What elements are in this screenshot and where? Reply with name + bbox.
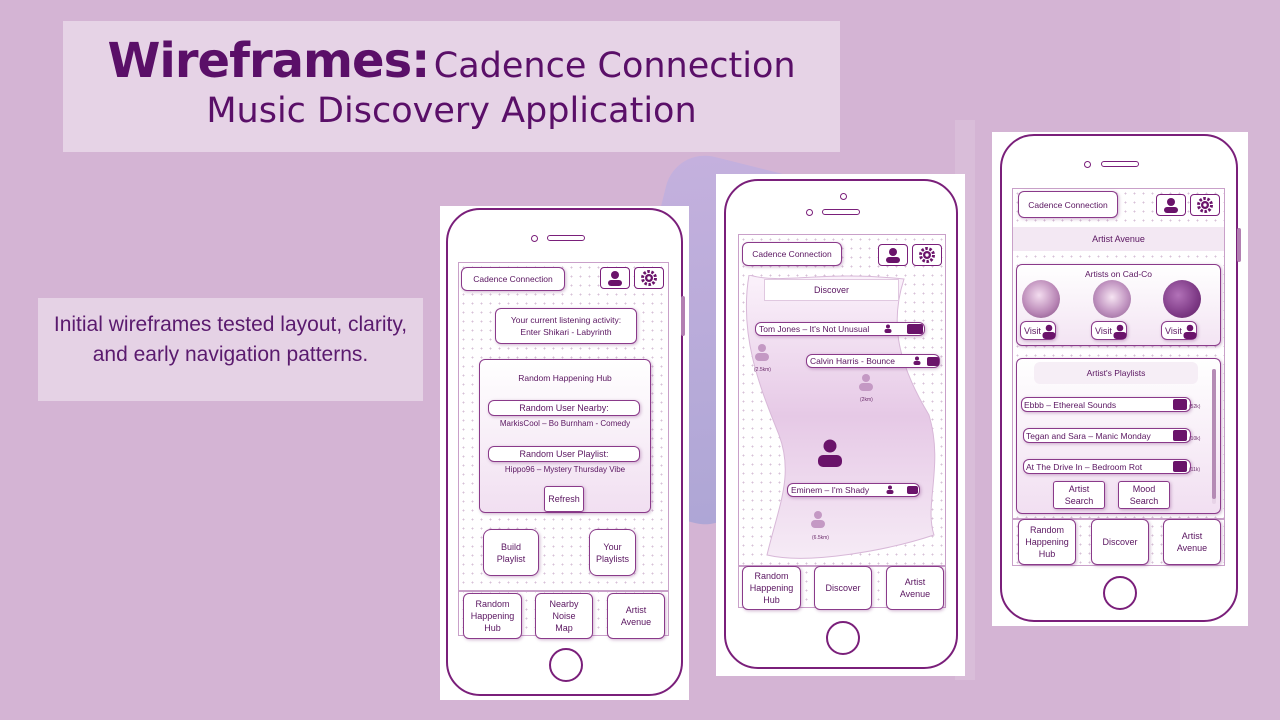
phone2-screen: Cadence Connection Discover Tom Jones – … — [738, 234, 946, 610]
playlist-row[interactable]: Tegan and Sara – Manic Monday — [1023, 428, 1191, 443]
artist-playlists-card: Artist's Playlists Ebbb – Ethereal Sound… — [1016, 358, 1221, 514]
nav-random-happening-hub[interactable]: Random Happening Hub — [1018, 519, 1076, 565]
app-name-button[interactable]: Cadence Connection — [461, 267, 565, 291]
nav-random-happening-hub[interactable]: Random Happening Hub — [742, 566, 801, 610]
track-row-tom-jones[interactable]: Tom Jones – It's Not Unusual — [755, 322, 925, 336]
playlist-count: (52k) — [1189, 404, 1201, 410]
playlist-count: (11k) — [1189, 467, 1201, 473]
message-icon[interactable] — [927, 357, 939, 366]
nearby-user-icon[interactable] — [754, 343, 770, 361]
description-text: Initial wireframes tested layout, clarit… — [53, 313, 408, 366]
artist-avatar — [1093, 280, 1131, 318]
settings-gear-icon[interactable] — [912, 244, 942, 266]
wireframe-panel-1: Cadence Connection Your current listenin… — [440, 206, 689, 700]
playlist-value: Hippo96 – Mystery Thursday Vibe — [504, 465, 626, 474]
scrollbar[interactable] — [1212, 369, 1216, 504]
nav-discover[interactable]: Discover — [1091, 519, 1149, 565]
wireframe-panel-3: Cadence Connection Artist Avenue Artists… — [992, 132, 1248, 626]
speaker-icon — [547, 235, 585, 241]
distance-label: (6.5km) — [812, 535, 829, 541]
home-button[interactable] — [826, 621, 860, 655]
nav-discover[interactable]: Discover — [814, 566, 872, 610]
description-box: Initial wireframes tested layout, clarit… — [38, 298, 423, 401]
discover-map-shape — [745, 275, 936, 559]
speaker-icon — [822, 209, 860, 215]
refresh-button[interactable]: Refresh — [544, 486, 584, 512]
title-rest: Cadence Connection — [433, 46, 796, 86]
your-playlists-button[interactable]: Your Playlists — [589, 529, 636, 576]
track-row-eminem[interactable]: Eminem – I'm Shady — [787, 483, 920, 497]
playlist-label[interactable]: Random User Playlist: — [488, 446, 640, 462]
artists-card: Artists on Cad-Co Visit Visit Visit — [1016, 264, 1221, 346]
message-icon[interactable] — [907, 486, 918, 494]
title-bold: Wireframes: — [107, 33, 430, 89]
camera-icon — [1084, 161, 1091, 168]
speaker-icon — [1101, 161, 1139, 167]
artist-avatar — [1022, 280, 1060, 318]
home-button[interactable] — [1103, 576, 1137, 610]
user-icon — [886, 485, 894, 494]
discover-header: Discover — [764, 279, 899, 301]
settings-gear-icon[interactable] — [634, 267, 664, 289]
track-row-calvin-harris[interactable]: Calvin Harris - Bounce — [806, 354, 940, 368]
distance-label: (2.5km) — [754, 367, 771, 373]
phone1-screen: Cadence Connection Your current listenin… — [458, 262, 669, 639]
nav-nearby-noise-map[interactable]: Nearby Noise Map — [535, 593, 593, 639]
nav-artist-avenue[interactable]: Artist Avenue — [886, 566, 944, 610]
hub-title: Random Happening Hub — [518, 373, 612, 383]
artists-title: Artists on Cad-Co — [1084, 269, 1153, 279]
nearby-value: MarkisCool – Bo Burnham - Comedy — [499, 419, 631, 428]
listening-activity: Your current listening activity: Enter S… — [495, 308, 637, 344]
nav-random-happening-hub[interactable]: Random Happening Hub — [463, 593, 522, 639]
playlists-title: Artist's Playlists — [1034, 362, 1198, 384]
nearby-user-icon[interactable] — [810, 510, 826, 528]
message-icon[interactable] — [907, 324, 923, 334]
distance-label: (2km) — [860, 397, 873, 403]
nearby-label[interactable]: Random User Nearby: — [488, 400, 640, 416]
nav-artist-avenue[interactable]: Artist Avenue — [1163, 519, 1221, 565]
message-icon[interactable] — [1173, 430, 1187, 441]
playlist-row[interactable]: At The Drive In – Bedroom Rot — [1023, 459, 1191, 474]
user-icon — [1183, 324, 1197, 339]
user-icon — [1042, 324, 1056, 339]
artist-search-button[interactable]: Artist Search — [1053, 481, 1105, 509]
home-button[interactable] — [549, 648, 583, 682]
wireframe-panel-2: Cadence Connection Discover Tom Jones – … — [716, 174, 965, 676]
track-title: Eminem – I'm Shady — [791, 485, 870, 495]
camera-icon — [531, 235, 538, 242]
user-icon — [1113, 324, 1127, 339]
profile-icon[interactable] — [1156, 194, 1186, 216]
title-banner: Wireframes: Cadence Connection Music Dis… — [63, 21, 840, 152]
settings-gear-icon[interactable] — [1190, 194, 1220, 216]
app-name-button[interactable]: Cadence Connection — [742, 242, 842, 266]
playlist-count: (10k) — [1189, 436, 1201, 442]
message-icon[interactable] — [1173, 461, 1187, 472]
random-happening-hub-card: Random Happening Hub Random User Nearby:… — [479, 359, 651, 513]
profile-icon[interactable] — [878, 244, 908, 266]
title-subtitle: Music Discovery Application — [206, 91, 697, 131]
playlist-row[interactable]: Ebbb – Ethereal Sounds — [1021, 397, 1191, 412]
artist-avatar — [1163, 280, 1201, 318]
phone3-screen: Cadence Connection Artist Avenue Artists… — [1012, 188, 1225, 566]
track-title: Tom Jones – It's Not Unusual — [759, 324, 870, 334]
camera-icon — [840, 193, 847, 200]
track-title: Calvin Harris - Bounce — [810, 356, 896, 366]
current-user-icon — [818, 439, 842, 467]
app-name-button[interactable]: Cadence Connection — [1018, 191, 1118, 218]
user-icon — [913, 356, 921, 365]
mood-search-button[interactable]: Mood Search — [1118, 481, 1170, 509]
nearby-user-icon[interactable] — [858, 373, 874, 391]
artist-avenue-header: Artist Avenue — [1013, 227, 1224, 251]
user-icon — [884, 324, 892, 333]
message-icon[interactable] — [1173, 399, 1187, 410]
build-playlist-button[interactable]: Build Playlist — [483, 529, 539, 576]
nav-artist-avenue[interactable]: Artist Avenue — [607, 593, 665, 639]
profile-icon[interactable] — [600, 267, 630, 289]
